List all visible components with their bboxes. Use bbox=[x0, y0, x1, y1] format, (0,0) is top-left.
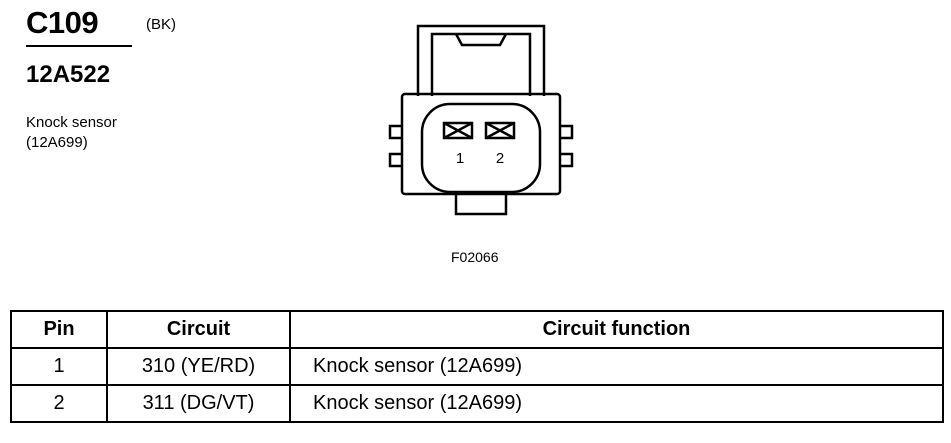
pin-label-1: 1 bbox=[456, 150, 464, 167]
latch-inner bbox=[430, 32, 532, 96]
pin-cavity-1 bbox=[442, 121, 474, 140]
cell-pin: 1 bbox=[10, 347, 108, 386]
left-rib bbox=[388, 124, 402, 168]
pinout-table: Pin Circuit Circuit function 1 310 (YE/R… bbox=[10, 310, 944, 423]
component-description: Knock sensor (12A699) bbox=[26, 113, 117, 153]
cell-circuit-function: Knock sensor (12A699) bbox=[289, 347, 944, 386]
header-circuit: Circuit bbox=[106, 310, 291, 349]
latch-tab bbox=[454, 33, 508, 47]
right-rib bbox=[560, 124, 574, 168]
description-line-2: (12A699) bbox=[26, 134, 88, 151]
title-underline bbox=[26, 45, 132, 47]
cell-pin: 2 bbox=[10, 384, 108, 423]
part-number: 12A522 bbox=[26, 61, 111, 88]
table-row: 2 311 (DG/VT) Knock sensor (12A699) bbox=[10, 384, 944, 423]
header-pin: Pin bbox=[10, 310, 108, 349]
latch-outer bbox=[416, 24, 546, 96]
connector-color: (BK) bbox=[146, 16, 176, 33]
table-header-row: Pin Circuit Circuit function bbox=[10, 310, 944, 349]
pin-label-2: 2 bbox=[496, 150, 504, 167]
housing-outer bbox=[400, 92, 562, 196]
pin-cavity-2 bbox=[484, 121, 516, 140]
connector-face-diagram: 1 2 bbox=[388, 24, 574, 216]
description-line-1: Knock sensor bbox=[26, 114, 117, 131]
housing-face bbox=[420, 102, 542, 194]
table-row: 1 310 (YE/RD) Knock sensor (12A699) bbox=[10, 347, 944, 386]
connector-id: C109 bbox=[26, 5, 99, 40]
figure-code: F02066 bbox=[451, 249, 499, 265]
cell-circuit: 310 (YE/RD) bbox=[106, 347, 291, 386]
cell-circuit-function: Knock sensor (12A699) bbox=[289, 384, 944, 423]
header-circuit-function: Circuit function bbox=[289, 310, 944, 349]
cell-circuit: 311 (DG/VT) bbox=[106, 384, 291, 423]
bottom-key bbox=[454, 192, 508, 216]
